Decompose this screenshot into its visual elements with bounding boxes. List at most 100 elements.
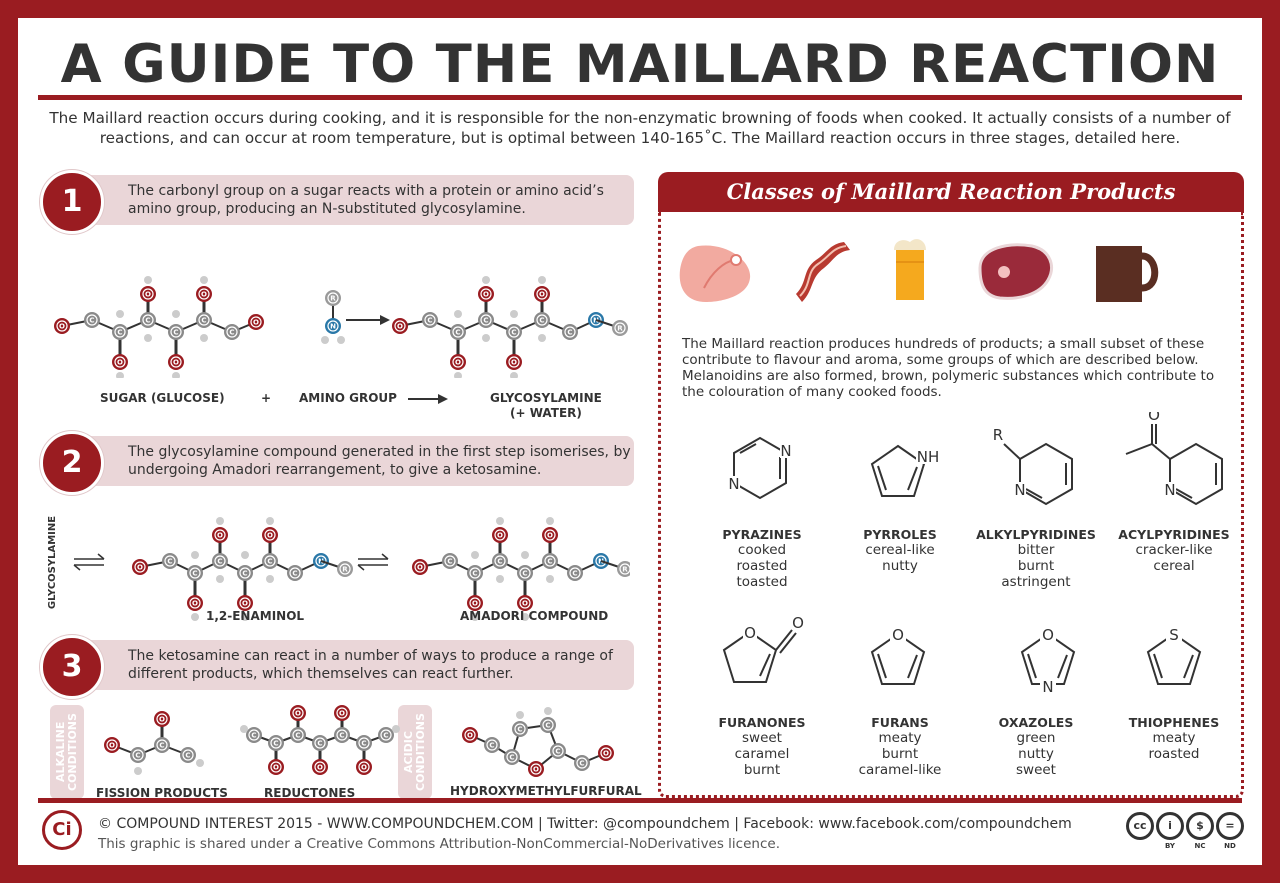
step-2-number: 2 [40, 431, 104, 495]
oxygen-atom-symbol: O [295, 710, 301, 718]
carbon-atom [187, 565, 203, 581]
furan-double-bond-2 [907, 654, 918, 679]
equilibrium-arrow-2 [357, 553, 389, 571]
carbon-atom [84, 312, 100, 328]
hydrogen-atom [482, 334, 490, 342]
carbon-atom [378, 727, 394, 743]
carbon-atom-ring [114, 326, 126, 338]
oxygen-atom-symbol: O [417, 564, 423, 572]
class-desc-3: caramel-like [858, 762, 942, 778]
roast-meat-icon [679, 245, 751, 302]
hydrogen-atom [200, 276, 208, 284]
carbon-atom-symbol: C [192, 570, 197, 578]
r-group-atom [325, 290, 341, 306]
oxygen-atom-ring [519, 597, 531, 609]
pyrazine-n2: N [728, 475, 739, 493]
class-desc-2: caramel [734, 746, 790, 762]
oxygen-atom-symbol: O [397, 323, 403, 331]
carbon-atom-ring [270, 737, 282, 749]
oxygen-atom-symbol: O [109, 742, 115, 750]
nitrogen-atom-ring [590, 314, 602, 326]
carbon-atom-symbol: C [489, 742, 494, 750]
carbon-atom-ring [576, 757, 588, 769]
carbon-atom [540, 717, 556, 733]
oxygen-atom-symbol: O [533, 766, 539, 774]
r-group-atom-symbol: R [330, 295, 336, 303]
r-group-atom-ring [339, 563, 351, 575]
class-alkylpyridines: ALKYLPYRIDINES bitter burnt astringent [966, 527, 1106, 590]
r-group-atom [337, 561, 353, 577]
hydrogen-atom [144, 276, 152, 284]
oxygen-atom-ring [264, 529, 276, 541]
oxygen-atom [248, 314, 264, 330]
alkylpyridine-ring [1019, 442, 1073, 506]
pyrrole-double-bond-1 [877, 465, 887, 491]
carbon-atom-ring [380, 729, 392, 741]
carbon-atom-ring [508, 326, 520, 338]
carbon-atom [442, 553, 458, 569]
hydrogen-atom [134, 767, 142, 775]
class-name: FURANONES [718, 715, 806, 730]
class-acylpyridines: ACYLPYRIDINES cracker-like cereal [1104, 527, 1244, 574]
class-name: FURANS [871, 715, 929, 730]
by-caption: BY [1164, 842, 1176, 850]
carbon-atom-ring [536, 314, 548, 326]
carbon-atom-ring [564, 326, 576, 338]
carbon-atom-ring [132, 749, 144, 761]
carbon-atom-symbol: C [555, 748, 560, 756]
carbon-atom-symbol: C [217, 558, 222, 566]
carbon-atom-ring [182, 749, 194, 761]
carbon-atom-ring [226, 326, 238, 338]
carbon-atom [422, 312, 438, 328]
oxygen-atom [506, 354, 522, 370]
bacon-icon [796, 242, 850, 302]
carbon-atom [287, 565, 303, 581]
carbon-atom [246, 727, 262, 743]
pyrrole-structure: NH [870, 444, 942, 497]
oxygen-atom-ring [464, 729, 476, 741]
carbon-atom [534, 312, 550, 328]
nitrogen-atom-ring [327, 320, 339, 332]
oxygen-atom-symbol: O [455, 359, 461, 367]
step-1: 1 The carbonyl group on a sugar reacts w… [40, 170, 634, 420]
equilibrium-arrow-1 [73, 553, 105, 571]
hydrogen-atom [538, 334, 546, 342]
carbon-atom-symbol: C [295, 732, 300, 740]
carbon-atom [312, 735, 328, 751]
hydrogen-atom [241, 613, 249, 621]
oxygen-atom-symbol: O [267, 532, 273, 540]
oxygen-atom [517, 595, 533, 611]
r-group-atom-symbol: R [617, 325, 623, 333]
carbon-atom-ring [314, 737, 326, 749]
carbon-atom [112, 324, 128, 340]
carbon-atom-symbol: C [579, 760, 584, 768]
oxazole-double-bond-1 [1027, 653, 1037, 679]
oxygen-atom-symbol: O [173, 359, 179, 367]
fission-products-label: FISSION PRODUCTS [96, 786, 228, 800]
enaminol-label: 1,2-ENAMINOL [206, 609, 305, 623]
hydrogen-atom [392, 725, 400, 733]
hydrogen-atom [546, 575, 554, 583]
hydrogen-atom [266, 575, 274, 583]
carbon-atom-ring [480, 314, 492, 326]
oxygen-atom [312, 759, 328, 775]
acylpyridine-n-mask [1164, 482, 1176, 496]
step-2-description: The glycosylamine compound generated in … [80, 436, 634, 486]
nitrogen-atom-ring [315, 555, 327, 567]
hydrogen-atom [172, 310, 180, 318]
carbon-atom-symbol: C [135, 752, 140, 760]
hydrogen-atom [116, 310, 124, 318]
hydrogen-atom [191, 551, 199, 559]
oxygen-atom-ring [106, 739, 118, 751]
furanone-double-bond [731, 654, 740, 676]
thiophene-double-bond-2 [1183, 654, 1194, 679]
hydrogen-atom [516, 711, 524, 719]
class-pyrazines: PYRAZINES cooked roasted toasted [692, 527, 832, 590]
carbon-atom-ring [239, 567, 251, 579]
carbon-atom-symbol: C [361, 740, 366, 748]
class-desc-2: cereal [1153, 558, 1195, 574]
carbon-atom [334, 727, 350, 743]
equilibrium-forward-head [97, 553, 105, 560]
oxazole-o: O [1042, 626, 1054, 644]
